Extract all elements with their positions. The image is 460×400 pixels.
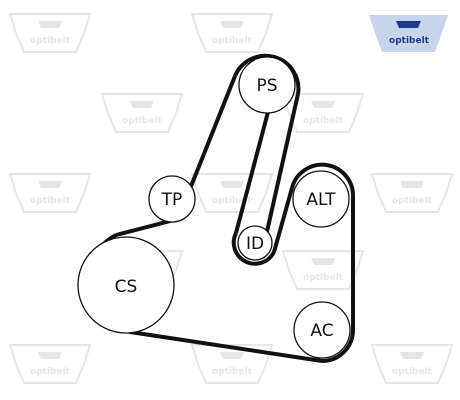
- pulley-tp: TP: [148, 175, 196, 223]
- pulley-label-tp: TP: [161, 190, 183, 210]
- pulley-id: ID: [237, 225, 273, 261]
- pulley-label-alt: ALT: [306, 190, 336, 210]
- pulley-alt: ALT: [292, 170, 350, 228]
- pulley-label-ps: PS: [256, 76, 277, 96]
- pulley-label-cs: CS: [115, 277, 138, 297]
- pulley-ps: PS: [238, 56, 296, 114]
- watermark-pattern: [9, 13, 453, 384]
- pulley-cs: CS: [77, 236, 175, 334]
- logo-text: optibelt: [389, 36, 430, 46]
- pulley-label-id: ID: [246, 234, 264, 254]
- optibelt-logo: optibelt: [369, 15, 448, 52]
- pulley-label-ac: AC: [310, 321, 333, 341]
- pulley-ac: AC: [293, 301, 351, 359]
